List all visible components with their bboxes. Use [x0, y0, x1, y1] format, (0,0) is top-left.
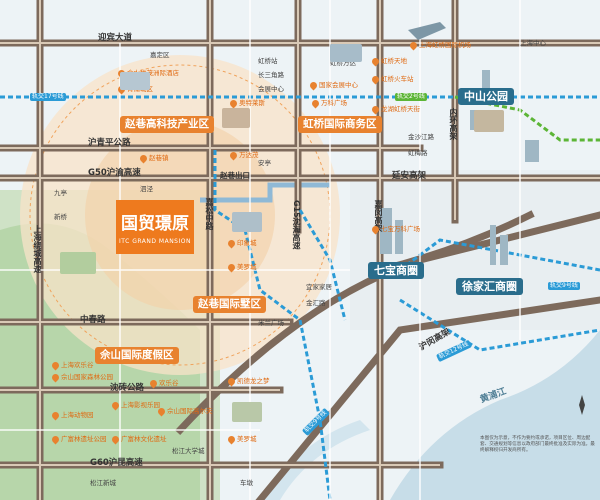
poi-changsanjiao: 长三角路 [258, 71, 284, 79]
poi-hongqiao-airport: 上海虹桥国际机场 [419, 41, 471, 49]
poi-jiuting: 九亭 [54, 189, 67, 197]
poi-shanghai-center: 上海中心 [520, 39, 546, 47]
landmark-thumb [222, 108, 250, 128]
project-logo: 国贸璟原 ITC GRAND MANSION [116, 200, 194, 254]
poi-kaide: 凯德龙之梦 [237, 377, 270, 385]
project-name-en: ITC GRAND MANSION [119, 238, 191, 245]
road-yingbin: 迎宾大道 [98, 33, 133, 43]
hub-zhongshan-park: 中山公园 [458, 88, 514, 105]
poi-xinqiao: 新桥 [54, 213, 67, 221]
road-yanan: 延安高架 [392, 171, 427, 181]
poi-hongqiao-station: 虹桥站 [258, 57, 278, 65]
disclaimer-text: 本图仅为示意，不作为要约或承诺，项目区位、周边配套、交通规划等信息以政府部门最终… [480, 436, 595, 453]
landmark-thumb [474, 110, 504, 132]
poi-national-exhibition: 国家会展中心 [319, 81, 358, 89]
hub-xujiahui: 徐家汇商圈 [456, 278, 523, 295]
road-neihuan: 内环高架 [449, 108, 458, 140]
poi-songjiang-new: 松江新城 [90, 479, 116, 487]
road-g60: G60沪昆高速 [90, 458, 143, 468]
landmark-thumb [60, 252, 96, 274]
landmark-thumb [232, 212, 262, 232]
road-sanxin: 嘉闵高架 [374, 200, 383, 232]
road-jiasong: 嘉松中路 [205, 198, 214, 230]
district-sheshan-resort: 佘山国际度假区 [95, 347, 179, 364]
poi-qibao-wanke: 七宝万科广场 [381, 225, 420, 233]
road-g50: G50沪渝高速 [88, 168, 141, 178]
road-huqing: 沪青平公路 [88, 138, 131, 148]
poi-hotel: 佘山世茂洲际酒店 [127, 69, 179, 77]
poi-hongqiao-railway: 虹桥火车站 [381, 75, 414, 83]
poi-yinxiang: 印象城 [237, 239, 257, 247]
poi-hongmei: 虹梅路 [408, 149, 428, 157]
district-hongqiao-business: 虹桥国际商务区 [298, 116, 382, 133]
poi-milan: 米兰广场 [258, 319, 284, 327]
poi-xuhui: 美罗城 [237, 435, 257, 443]
road-g15: G15沈海高速 [292, 200, 301, 250]
district-zhaoxiang-tech: 赵巷高科技产业区 [120, 116, 214, 133]
poi-chedun: 车墩 [240, 479, 253, 487]
hub-qibao: 七宝商圈 [368, 262, 424, 279]
road-ring: 上海绕城高速 [33, 225, 42, 273]
metro-line9: 轨交9号线 [548, 282, 580, 290]
poi-hongqiao-tiandi: 虹桥天地 [381, 57, 407, 65]
poi-longfor: 龙湖虹桥天街 [381, 105, 420, 113]
poi-sijing: 泗泾 [140, 185, 153, 193]
poi-wanda-mall: 万达茂 [239, 151, 259, 159]
poi-guangfulin-culture: 广富林文化遗址 [121, 435, 167, 443]
road-zhongchun: 中春路 [80, 315, 106, 325]
poi-golf: 佘山国际高尔夫 [167, 407, 213, 415]
landmark-thumb [232, 402, 262, 422]
landmark-thumb [330, 44, 362, 62]
poi-film-park: 上海影视乐园 [121, 401, 160, 409]
poi-wanke: 万科广场 [321, 99, 347, 107]
poi-jinsha: 金沙江路 [408, 133, 434, 141]
poi-forest: 佘山国家森林公园 [61, 373, 113, 381]
poi-jiading: 嘉定区 [150, 51, 170, 59]
poi-songjiang: 松江大学城 [172, 447, 205, 455]
poi-huanlegu: 欢乐谷 [159, 379, 179, 387]
poi-anting: 安亭 [258, 159, 271, 167]
poi-guangfulin: 广富林遗址公园 [61, 435, 107, 443]
metro-line2: 轨交2号线 [395, 93, 427, 101]
poi-zoo: 上海动物园 [61, 411, 94, 419]
poi-happy-valley: 上海欢乐谷 [61, 361, 94, 369]
district-zhaoxiang-villa: 赵巷国际墅区 [193, 296, 266, 313]
project-name-cn: 国贸璟原 [121, 214, 189, 234]
poi-meiluo: 美罗城 [237, 263, 257, 271]
road-zhaoxiang-exit: 赵巷出口 [220, 171, 250, 180]
poi-zhaoxiang-town: 赵巷镇 [149, 154, 169, 162]
poi-huizhan: 会展中心 [258, 85, 284, 93]
metro-line17: 轨交17号线 [30, 93, 66, 101]
poi-wanda-hongqiao: 虹桥万达 [330, 59, 356, 67]
landmark-thumb [120, 72, 150, 90]
poi-ikea: 宜家家居 [306, 283, 332, 291]
poi-jinhui: 金汇路 [306, 299, 326, 307]
poi-outlets: 奥特莱斯 [239, 99, 265, 107]
road-shenzhuan: 沈砖公路 [110, 383, 145, 393]
